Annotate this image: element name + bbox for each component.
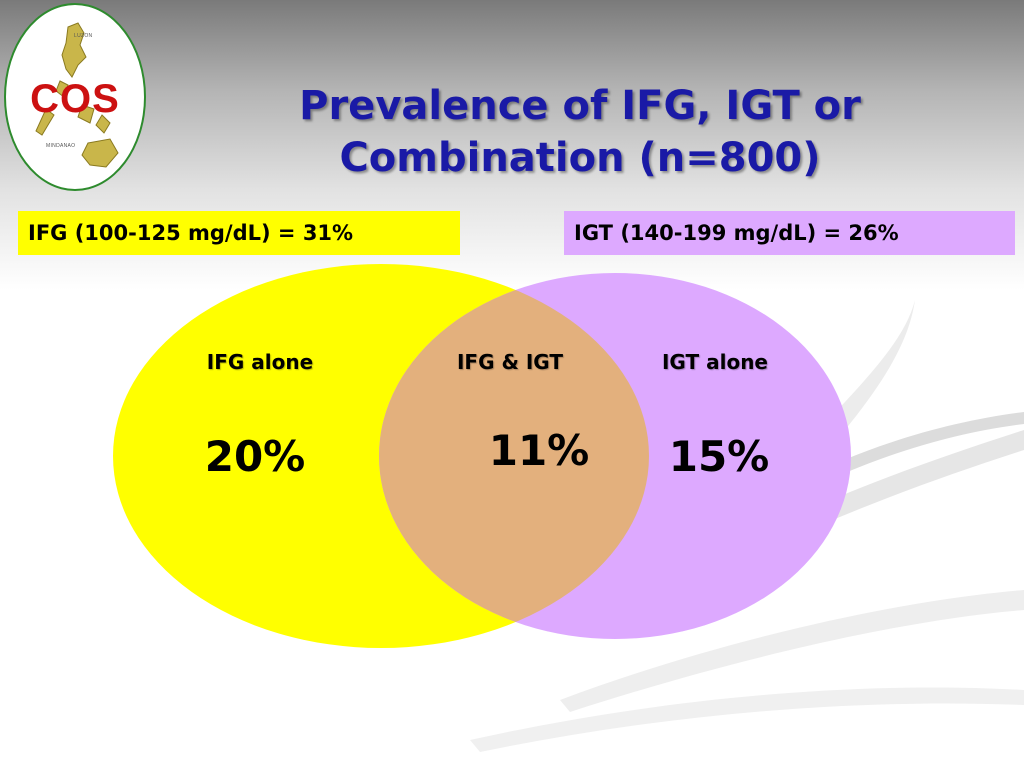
ifg-igt-label: IFG & IGT [456, 350, 564, 374]
title-line-2: Combination (n=800) [339, 135, 821, 181]
ifg-alone-value: 20% [204, 432, 306, 481]
map-label-luzon: LUZON [74, 33, 93, 39]
igt-alone-value: 15% [668, 432, 770, 481]
ifg-alone-label: IFG alone [206, 350, 314, 374]
logo-text: COS [30, 77, 120, 121]
ifg-igt-value: 11% [488, 426, 590, 475]
overlap-region [379, 273, 649, 639]
ifg-definition-box: IFG (100-125 mg/dL) = 31% [18, 211, 460, 255]
title-line-1: Prevalence of IFG, IGT or [299, 83, 861, 129]
page-title: Prevalence of IFG, IGT or Combination (n… [230, 80, 930, 184]
philippines-map-icon [35, 22, 119, 168]
igt-alone-label: IGT alone [661, 350, 768, 374]
map-label-mindanao: MINDANAO [46, 143, 76, 149]
cos-logo: LUZON MINDANAO COS [4, 3, 146, 191]
igt-definition-box: IGT (140-199 mg/dL) = 26% [564, 211, 1015, 255]
